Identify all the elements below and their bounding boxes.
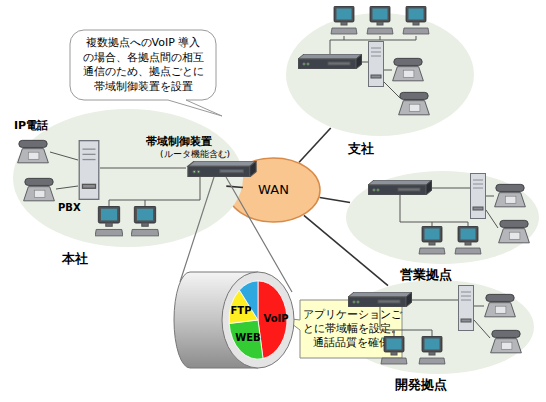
network-link <box>304 215 388 285</box>
site-zone <box>285 12 475 137</box>
pc-icon <box>381 336 407 364</box>
ip-phone-icon <box>393 58 424 80</box>
site-name: 開発拠点 <box>395 377 447 394</box>
site-zone <box>345 170 540 265</box>
note-callout: アプリケーションご とに帯域幅を設定。 通話品質を確保 <box>300 300 402 358</box>
pc-icon <box>331 6 357 34</box>
head-office-equipment <box>18 140 256 236</box>
pie-slice <box>258 281 287 359</box>
pie-label: FTP <box>231 305 252 316</box>
network-link <box>226 186 243 187</box>
router-icon <box>348 292 412 307</box>
zoom-line <box>180 177 292 292</box>
ip-phone-icon <box>495 184 526 206</box>
pbx-tower <box>471 174 486 219</box>
pc-icon <box>419 226 445 254</box>
site-zone: 本社 <box>12 108 244 248</box>
router-icon <box>368 180 432 195</box>
pie-label: WEB <box>235 332 260 343</box>
pbx-tower <box>79 141 99 200</box>
dev-site-equipment <box>348 286 521 365</box>
site-name: 営業拠点 <box>400 267 452 284</box>
pc-icon <box>403 6 429 34</box>
pc-icon <box>367 6 393 34</box>
tube-body <box>174 272 258 368</box>
pc-icon <box>131 206 159 236</box>
pie-slice <box>239 281 258 320</box>
site-name: 支社 <box>348 141 374 158</box>
pie-slice <box>229 290 258 323</box>
network-link <box>299 128 331 162</box>
branch-equipment <box>298 6 429 115</box>
site-zone: 営業拠点 <box>345 170 540 265</box>
site-zone-outline <box>286 13 474 136</box>
sales-site-equipment <box>368 174 529 255</box>
lan-wire <box>380 300 490 338</box>
router-icon <box>188 161 256 177</box>
device-label: IP電話 <box>14 118 48 133</box>
ip-phone-icon <box>24 178 55 200</box>
lan-wire <box>50 152 200 206</box>
pc-icon <box>95 206 123 236</box>
pbx-tower <box>369 42 384 87</box>
pbx-tower <box>459 286 474 331</box>
bandwidth-tube <box>174 177 294 368</box>
lan-wire <box>330 36 416 98</box>
lan-wire <box>400 188 498 228</box>
note-callout: 複数拠点へのVoIP 導入 の場合、各拠点間の相互 通信のため、拠点ごとに 帯域… <box>70 30 216 100</box>
site-zone-outline <box>346 171 539 264</box>
ip-phone-icon <box>499 220 530 242</box>
pc-icon <box>419 336 445 364</box>
callout-text: アプリケーションご とに帯域幅を設定。 通話品質を確保 <box>303 308 400 350</box>
ip-phone-icon <box>399 92 430 114</box>
network-link <box>320 198 350 203</box>
pc-icon <box>455 226 481 254</box>
callout-text: 複数拠点へのVoIP 導入 の場合、各拠点間の相互 通信のため、拠点ごとに 帯域… <box>79 36 207 94</box>
pie-slice <box>229 320 263 359</box>
bubble-outline <box>70 30 222 116</box>
bandwidth-pie <box>229 281 287 359</box>
site-zone: 支社 <box>285 12 475 137</box>
site-zone-outline <box>13 109 243 247</box>
ip-phone-icon <box>485 294 516 316</box>
tube-face <box>222 272 294 368</box>
site-zone <box>12 108 244 248</box>
callout-outline <box>284 300 402 358</box>
site-name: 本社 <box>62 251 88 268</box>
router-icon <box>298 54 362 69</box>
ip-phone-icon <box>491 330 522 352</box>
network-name: WAN <box>258 181 289 198</box>
ip-phone-icon <box>18 140 49 162</box>
